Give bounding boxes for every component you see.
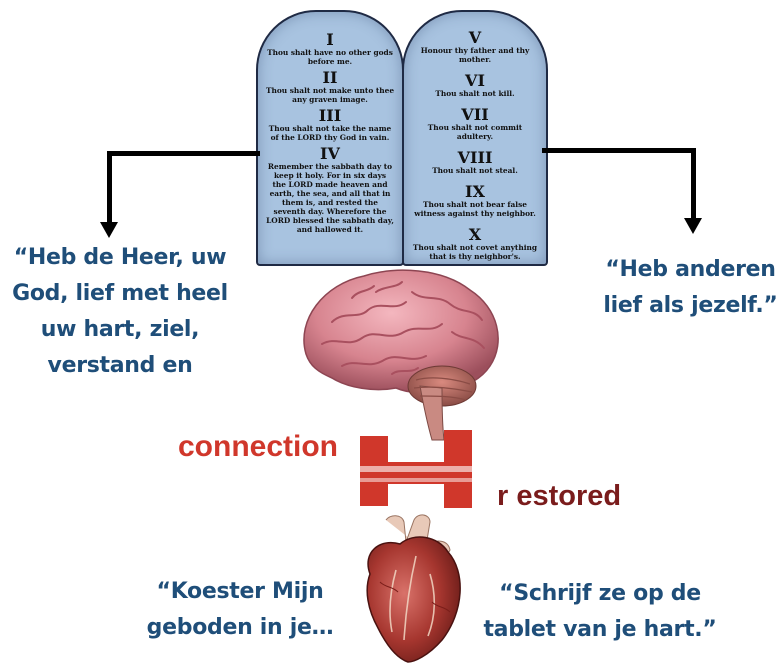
quote-write-on-heart: “Schrijf ze op de tablet van je hart.” — [470, 576, 730, 648]
commandment-numeral: II — [258, 70, 402, 86]
commandment-tablet-right: V Honour thy father and thy mother. VI T… — [402, 10, 548, 266]
quote-line: tablet van je hart.” — [470, 612, 730, 648]
commandment-7: VII Thou shalt not commit adultery. — [404, 107, 546, 141]
quote-love-god: “Heb de Heer, uw God, lief met heel uw h… — [0, 240, 240, 384]
arrow-left-horizontal — [108, 151, 260, 156]
commandment-2: II Thou shalt not make unto thee any gra… — [258, 70, 402, 104]
commandment-text: Thou shalt not kill. — [404, 89, 546, 98]
quote-line: “Heb de Heer, uw — [0, 240, 240, 276]
brain-illustration — [292, 262, 510, 442]
commandment-9: IX Thou shalt not bear false witness aga… — [404, 184, 546, 218]
commandment-text: Thou shalt have no other gods before me. — [258, 48, 402, 66]
commandment-text: Thou shalt not covet anything that is th… — [404, 243, 546, 261]
logo-text-connection: connection — [178, 432, 338, 462]
quote-line: geboden in je… — [140, 610, 340, 646]
commandment-numeral: VIII — [404, 150, 546, 166]
quote-line: “Heb anderen — [600, 252, 781, 288]
arrow-left-head-icon — [100, 222, 118, 238]
quote-line: lief als jezelf.” — [600, 288, 781, 324]
commandment-text: Honour thy father and thy mother. — [404, 46, 546, 64]
commandment-text: Thou shalt not take the name of the LORD… — [258, 124, 402, 142]
arrow-right-horizontal — [542, 148, 696, 153]
commandment-4: IV Remember the sabbath day to keep it h… — [258, 146, 402, 234]
logo-text-restored: r estored — [497, 481, 621, 511]
commandment-6: VI Thou shalt not kill. — [404, 73, 546, 98]
arrow-right-head-icon — [684, 218, 702, 234]
commandment-numeral: V — [404, 30, 546, 46]
commandment-text: Remember the sabbath day to keep it holy… — [258, 162, 402, 234]
quote-keep-commands: “Koester Mijn geboden in je… — [140, 574, 340, 646]
quote-line: “Koester Mijn — [140, 574, 340, 610]
commandment-8: VIII Thou shalt not steal. — [404, 150, 546, 175]
quote-line: “Schrijf ze op de — [470, 576, 730, 612]
commandment-5: V Honour thy father and thy mother. — [404, 30, 546, 64]
logo-h-icon — [320, 426, 520, 512]
commandment-numeral: IX — [404, 184, 546, 200]
commandment-numeral: IV — [258, 146, 402, 162]
quote-line: God, lief met heel — [0, 276, 240, 312]
commandment-text: Thou shalt not steal. — [404, 166, 546, 175]
commandment-10: X Thou shalt not covet anything that is … — [404, 227, 546, 261]
arrow-right-vertical — [691, 148, 696, 220]
commandment-numeral: III — [258, 108, 402, 124]
commandment-numeral: VI — [404, 73, 546, 89]
commandment-numeral: VII — [404, 107, 546, 123]
commandment-text: Thou shalt not commit adultery. — [404, 123, 546, 141]
commandment-numeral: I — [258, 32, 402, 48]
commandment-1: I Thou shalt have no other gods before m… — [258, 32, 402, 66]
commandment-text: Thou shalt not make unto thee any graven… — [258, 86, 402, 104]
arrow-left-vertical — [107, 151, 112, 225]
quote-line: uw hart, ziel, — [0, 312, 240, 348]
quote-love-others: “Heb anderen lief als jezelf.” — [600, 252, 781, 324]
commandment-text: Thou shalt not bear false witness agains… — [404, 200, 546, 218]
anatomical-heart-illustration — [356, 512, 470, 664]
commandment-tablet-left: I Thou shalt have no other gods before m… — [256, 10, 404, 266]
quote-line: verstand en — [0, 348, 240, 384]
commandment-numeral: X — [404, 227, 546, 243]
commandment-3: III Thou shalt not take the name of the … — [258, 108, 402, 142]
